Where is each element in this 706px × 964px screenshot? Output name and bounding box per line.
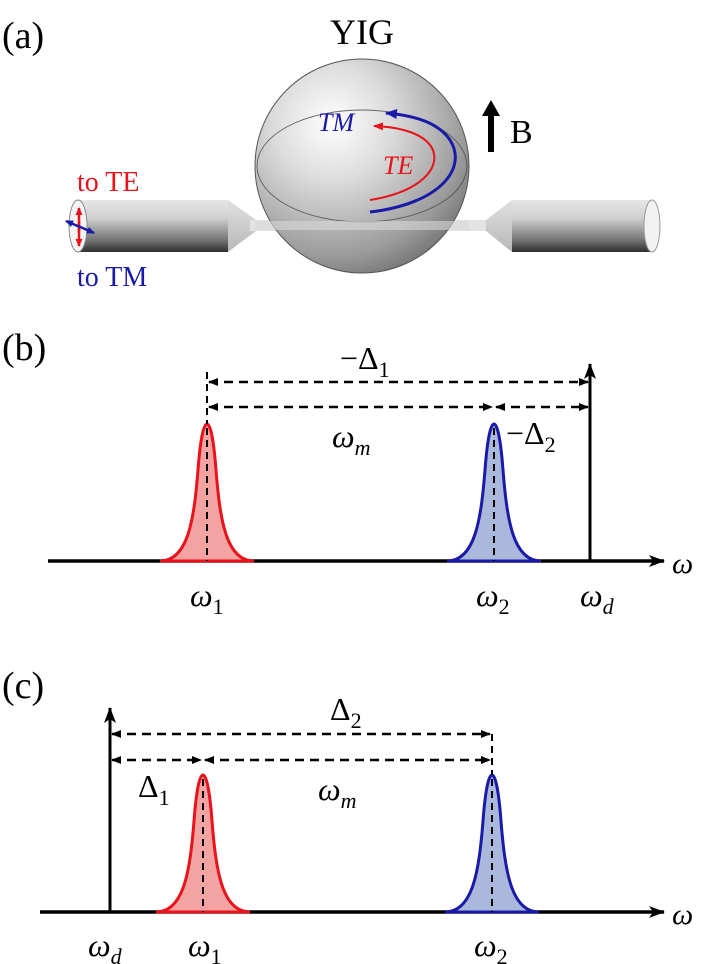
panel-b-label: (b) (2, 327, 46, 369)
fiber-left-taper (228, 200, 256, 252)
te-mode-label: TE (383, 151, 413, 180)
delta1-label: Δ1 (138, 768, 170, 810)
to-tm-label: to TM (77, 262, 147, 293)
panel-a: (a) YIG TM TE B to TE (2, 12, 661, 293)
te-mode-arrow (369, 122, 436, 201)
polarization-tm-right-icon (77, 224, 95, 235)
delta2-label: −Δ2 (506, 415, 556, 457)
fiber-right-end (643, 199, 661, 253)
panel-c: (c) ω Δ2 Δ1 ωm ωd ω1 ω2 (2, 665, 693, 964)
axis-label: ω (672, 547, 693, 580)
omega1-label: ω1 (190, 577, 224, 619)
panel-a-label: (a) (2, 15, 44, 57)
fiber-left-section (76, 200, 228, 252)
yig-label: YIG (330, 12, 394, 52)
omega2-label: ω2 (476, 577, 510, 619)
fiber-waist-overlap (255, 221, 469, 230)
axis-label: ω (672, 898, 693, 931)
omega2-label: ω2 (474, 927, 508, 964)
fiber-right-section (512, 200, 652, 252)
polarization-tm-left-icon (65, 219, 81, 229)
b-field-label: B (510, 114, 533, 151)
omega-d-label: ωd (580, 577, 615, 619)
omega-d-label: ωd (88, 927, 123, 964)
tm-mode-label: TM (318, 108, 355, 137)
delta2-label: Δ2 (330, 691, 362, 733)
omega1-label: ω1 (188, 927, 222, 964)
panel-b: (b) ω −Δ1 −Δ2 ωm ω1 ω2 ωd (2, 327, 693, 619)
omega-m-label: ωm (318, 771, 356, 813)
fiber-right-taper (486, 200, 512, 252)
panel-c-label: (c) (2, 665, 44, 707)
delta1-label: −Δ1 (340, 340, 390, 382)
to-te-label: to TE (77, 167, 139, 198)
yig-sphere (254, 58, 470, 274)
tm-mode-arrow (369, 108, 457, 214)
omega-m-label: ωm (332, 418, 370, 460)
b-field-arrow-icon (482, 100, 500, 116)
